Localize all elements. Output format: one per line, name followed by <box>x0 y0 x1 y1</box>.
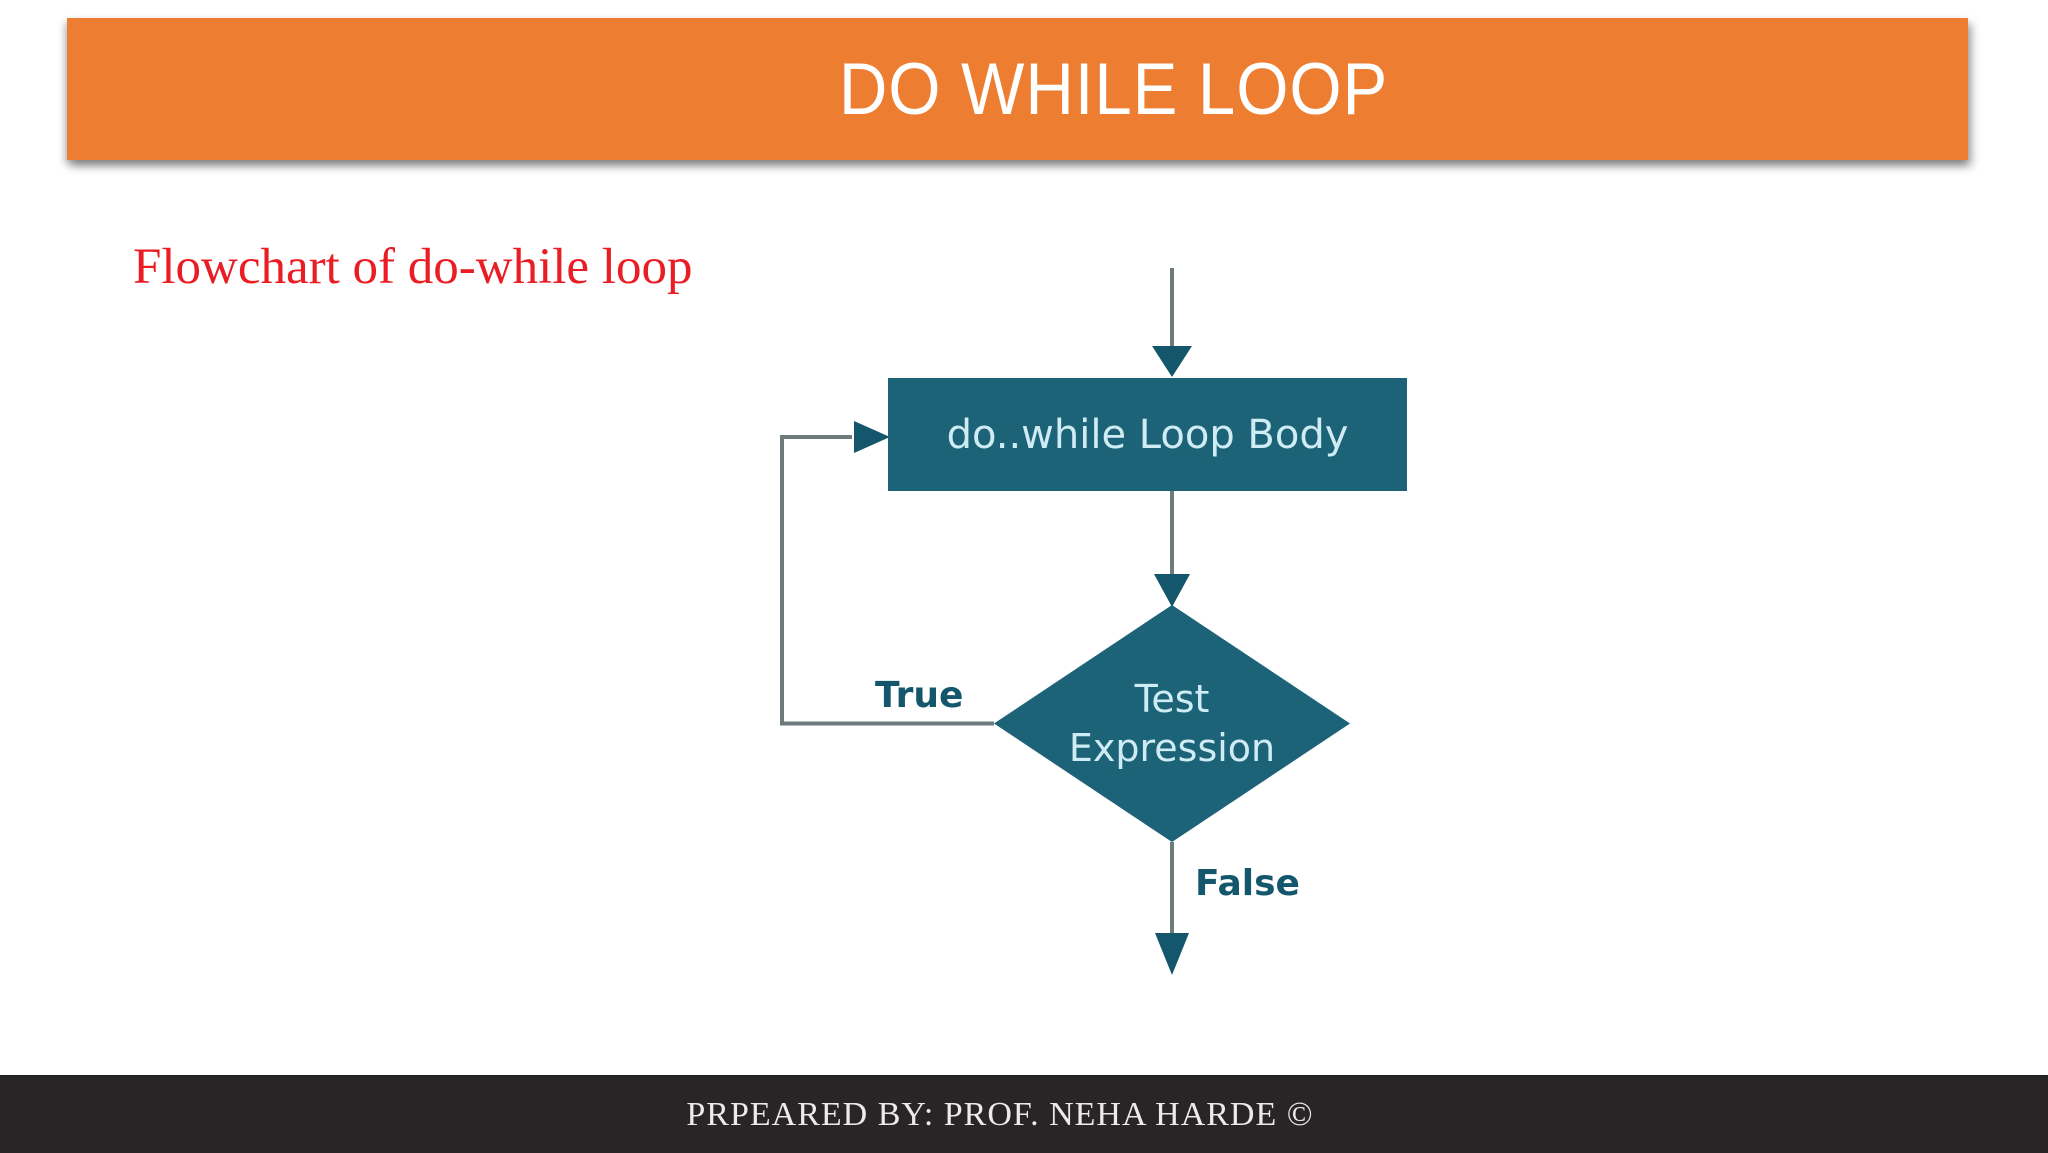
footer-bar: PRPEARED BY: PROF. NEHA HARDE © <box>0 1075 2048 1153</box>
slide-title: DO WHILE LOOP <box>838 48 1389 130</box>
false-exit-arrow <box>1155 842 1189 975</box>
footer-credit: PRPEARED BY: PROF. NEHA HARDE © <box>686 1095 1314 1133</box>
true-loop-back-arrow <box>780 421 994 726</box>
body-to-test-arrow <box>1154 491 1190 607</box>
node-loop-body: do..while Loop Body <box>888 378 1407 491</box>
node-loop-body-label: do..while Loop Body <box>946 411 1349 458</box>
edge-label-true: True <box>875 675 964 716</box>
entry-arrow <box>1152 268 1192 377</box>
flowchart-caption: Flowchart of do-while loop <box>133 239 693 295</box>
decision-label-line1: Test <box>1134 676 1210 721</box>
flowchart-connectors-svg <box>780 268 1192 975</box>
node-test-expression-label: Test Expression <box>994 605 1350 842</box>
edge-label-false: False <box>1195 863 1300 904</box>
title-banner: DO WHILE LOOP <box>67 18 1968 160</box>
do-while-flowchart: do..while Loop Body Test Expression True… <box>740 250 1420 990</box>
decision-label-line2: Expression <box>1068 725 1276 770</box>
